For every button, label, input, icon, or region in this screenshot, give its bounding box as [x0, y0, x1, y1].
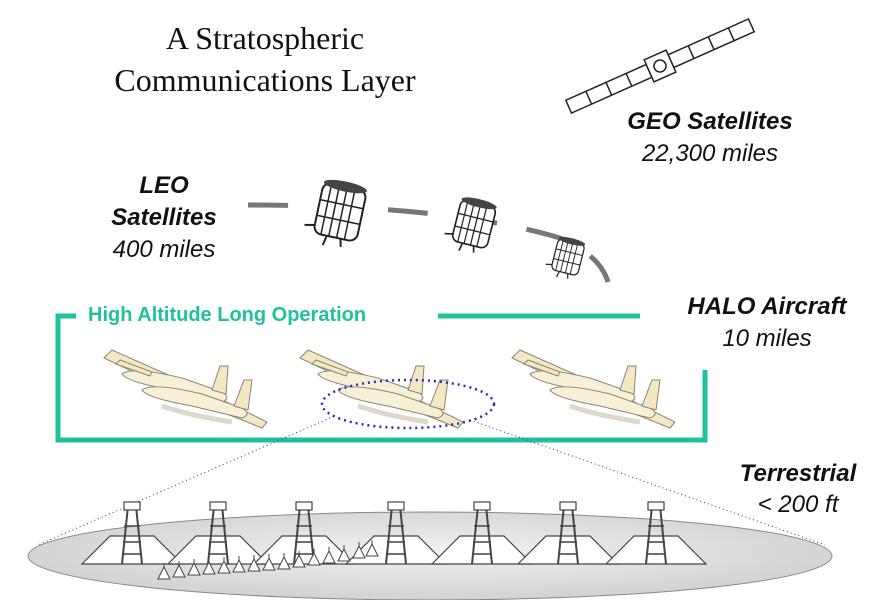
aircraft-icon-3 [512, 350, 675, 428]
leo-satellite-2 [440, 192, 499, 258]
leo-satellite-1 [300, 174, 369, 253]
beam-line-right [469, 419, 826, 546]
aircraft-icon-2 [300, 350, 463, 428]
geo-satellite-icon [564, 17, 756, 115]
geo-altitude: 22,300 miles [641, 140, 779, 167]
aircraft-icon-1 [104, 350, 267, 428]
leo-satellite-3 [542, 232, 587, 283]
diagram-title-line2: Communications Layer [114, 62, 416, 98]
leo-altitude: 400 miles [112, 236, 216, 263]
leo-label-line2: Satellites [111, 204, 217, 231]
halo-bracket [55, 313, 708, 443]
terrestrial-label: Terrestrial [739, 460, 857, 487]
coverage-footprint [320, 378, 496, 430]
leo-label-line1: LEO [139, 172, 189, 199]
halo-label: HALO Aircraft [687, 293, 847, 320]
halo-bracket-label: High Altitude Long Operation [80, 304, 375, 327]
terrestrial-altitude: < 200 ft [757, 491, 839, 518]
halo-altitude: 10 miles [722, 325, 812, 352]
geo-label: GEO Satellites [627, 108, 793, 135]
diagram-title-line1: A Stratospheric [165, 20, 365, 56]
